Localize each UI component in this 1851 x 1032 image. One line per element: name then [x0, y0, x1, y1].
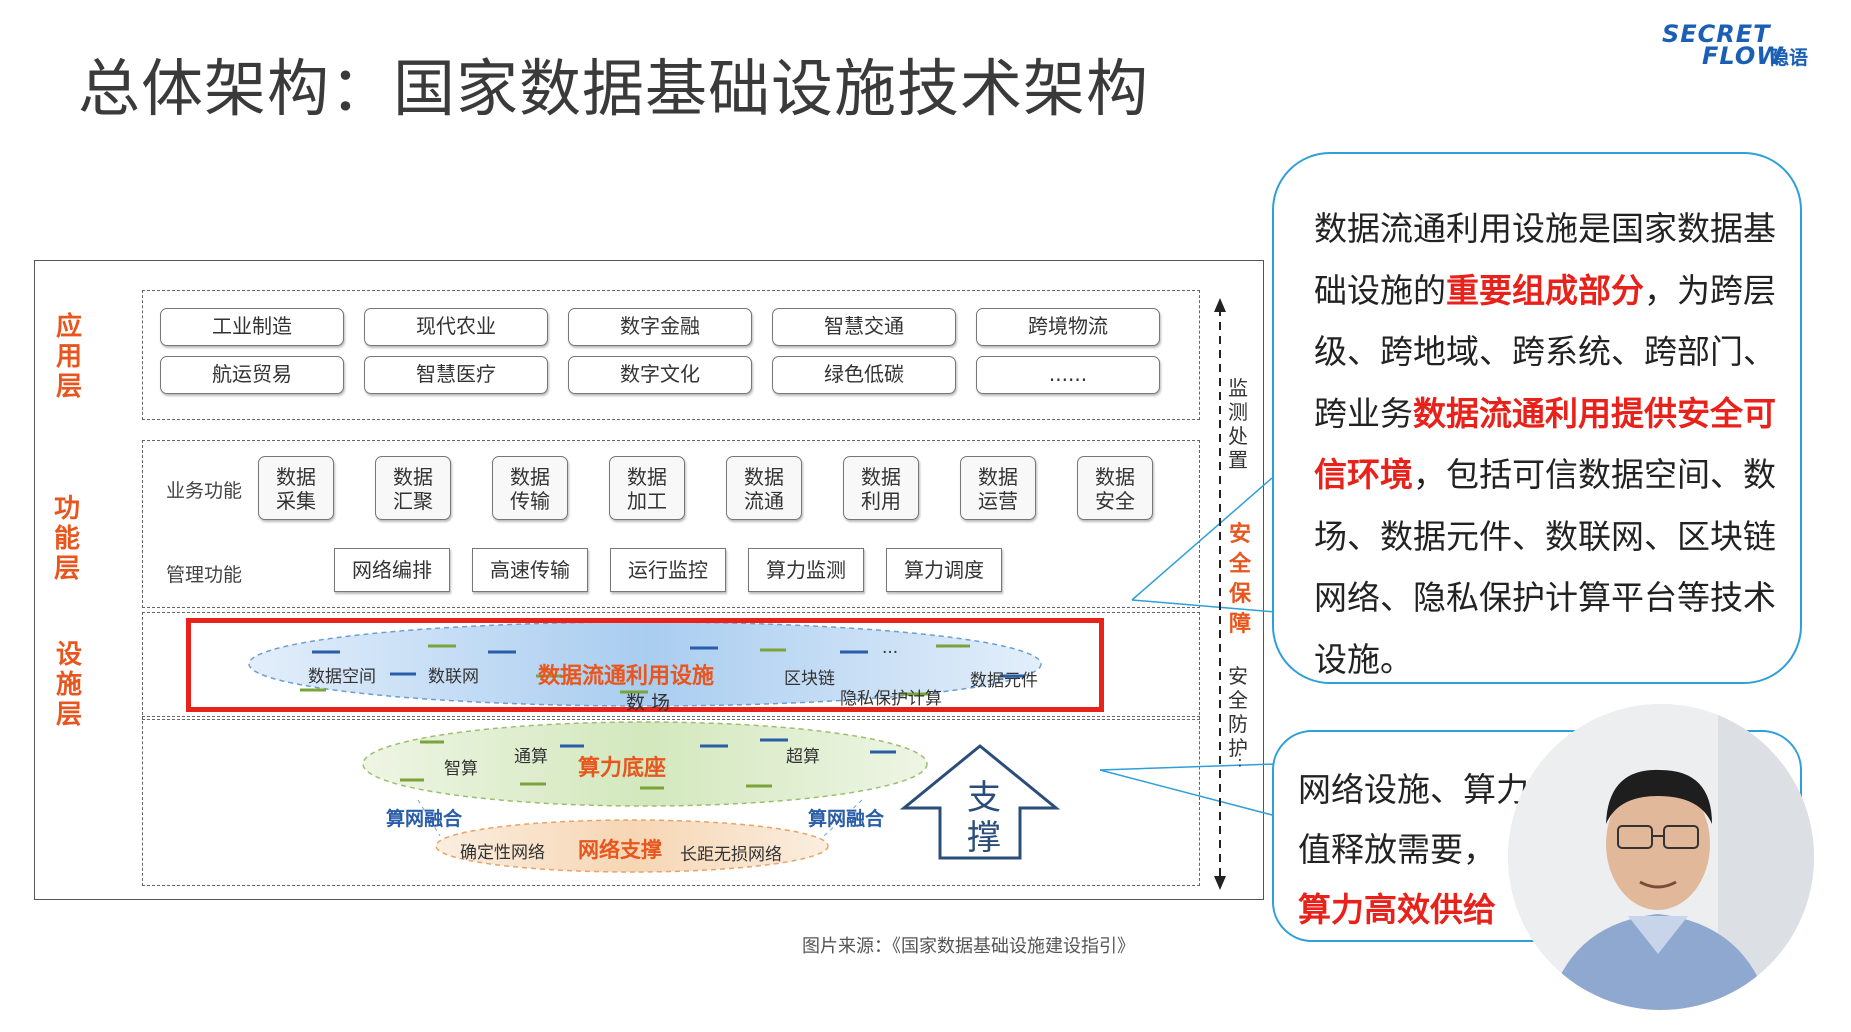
app-item: 跨境物流	[976, 308, 1160, 346]
callout2-line3: 算力高效供给	[1298, 890, 1496, 929]
network-support-title: 网络支撑	[578, 838, 662, 862]
business-function-item: 数据利用	[843, 456, 919, 520]
long-distance-network-label: 长距无损网络	[680, 845, 782, 865]
presenter-webcam	[1508, 704, 1814, 1010]
layer-label-infra: 设施层	[55, 640, 82, 730]
business-function-item: 数据汇聚	[375, 456, 451, 520]
business-function-item: 数据采集	[258, 456, 334, 520]
app-item: 绿色低碳	[772, 356, 956, 394]
management-function-item: 算力调度	[886, 548, 1002, 592]
support-arrow-label: 支撑	[967, 778, 1001, 858]
security-protection-label: 安全防护	[1228, 664, 1248, 760]
fusion-right-label: 算网融合	[808, 808, 885, 830]
secretflow-logo: SECRET FLOW 隐语	[1660, 20, 1830, 70]
callout2-line2: 值释放需要，	[1298, 830, 1496, 869]
smart-compute-label: 智算	[444, 759, 478, 779]
callout2-line1: 网络设施、算力	[1298, 770, 1529, 809]
callout2-text: 网络设施、算力 值释放需要， 算力高效供给	[1298, 760, 1628, 940]
side-ellipsis: ⋮	[1232, 750, 1248, 769]
image-source-caption: 图片来源：《国家数据基础设施建设指引》	[802, 936, 1135, 957]
callout-data-facility: 数据流通利用设施是国家数据基础设施的重要组成部分，为跨层级、跨地域、跨系统、跨部…	[1272, 152, 1802, 684]
logo-line2: FLOW	[1702, 42, 1784, 70]
callout-highlight-1: 重要组成部分	[1446, 270, 1644, 310]
callout-text-3: ，包括可信数据空间、数场、数据元件、数联网、区块链网络、隐私保护计算平台等技术设…	[1314, 455, 1776, 679]
management-function-item: 高速传输	[472, 548, 588, 592]
app-item: 现代农业	[364, 308, 548, 346]
app-item: ......	[976, 356, 1160, 394]
data-net-label: 数联网	[428, 667, 479, 687]
app-item: 智慧交通	[772, 308, 956, 346]
data-facility-highlight	[186, 618, 1104, 712]
callout-highlight-2: 数据流通利用提供安全可信环境	[1314, 393, 1776, 495]
business-function-item: 数据运营	[960, 456, 1036, 520]
app-item: 航运贸易	[160, 356, 344, 394]
management-function-item: 算力监测	[748, 548, 864, 592]
presenter-figure	[1508, 704, 1814, 1010]
app-item: 工业制造	[160, 308, 344, 346]
data-field-label: 数 场	[626, 692, 671, 714]
business-function-item: 数据安全	[1077, 456, 1153, 520]
architecture-diagram	[34, 260, 1264, 900]
compute-base-title: 算力底座	[578, 756, 667, 781]
general-compute-label: 通算	[514, 747, 548, 767]
data-facility-title: 数据流通利用设施	[538, 664, 715, 689]
support-arrow-shape	[899, 744, 1061, 860]
privacy-computing-label: 隐私保护计算	[840, 689, 942, 709]
compute-base-ellipse	[362, 721, 928, 807]
data-space-label: 数据空间	[308, 667, 376, 687]
management-function-item: 网络编排	[334, 548, 450, 592]
super-compute-label: 超算	[786, 747, 820, 767]
business-function-label: 业务功能	[166, 480, 243, 502]
layer-label-app: 应用层	[55, 312, 82, 402]
business-function-item: 数据传输	[492, 456, 568, 520]
decor-dashes	[300, 644, 1024, 790]
compute-facility-box	[142, 716, 1200, 886]
app-item: 数字文化	[568, 356, 752, 394]
layer-label-func: 功能层	[53, 494, 80, 584]
app-item: 智慧医疗	[364, 356, 548, 394]
management-function-label: 管理功能	[166, 564, 243, 586]
deterministic-network-label: 确定性网络	[460, 843, 545, 863]
monitor-handling-label: 监测处置	[1228, 376, 1248, 472]
func-layer-box	[142, 440, 1200, 608]
security-assurance-label: 安全保障	[1228, 522, 1251, 637]
logo-line1: SECRET	[1662, 20, 1771, 48]
callout-text: 数据流通利用设施是国家数据基础设施的重要组成部分，为跨层级、跨地域、跨系统、跨部…	[1314, 198, 1784, 690]
business-function-item: 数据流通	[726, 456, 802, 520]
infra-ellipsis: ...	[882, 638, 899, 658]
callout-text-2: ，为跨层级、跨地域、跨系统、跨部门、跨业务	[1314, 270, 1776, 433]
logo-cn: 隐语	[1770, 47, 1809, 69]
app-layer-box	[142, 290, 1200, 420]
network-support-ellipse	[435, 819, 829, 873]
data-facility-box	[142, 612, 1200, 720]
data-element-label: 数据元件	[970, 671, 1038, 691]
callout-text-1: 数据流通利用设施是国家数据基础设施的	[1314, 209, 1776, 310]
fusion-left-label: 算网融合	[386, 808, 463, 830]
app-item: 数字金融	[568, 308, 752, 346]
management-function-item: 运行监控	[610, 548, 726, 592]
page-title: 总体架构：国家数据基础设施技术架构	[78, 52, 1150, 125]
business-function-item: 数据加工	[609, 456, 685, 520]
blockchain-label: 区块链	[784, 669, 835, 689]
